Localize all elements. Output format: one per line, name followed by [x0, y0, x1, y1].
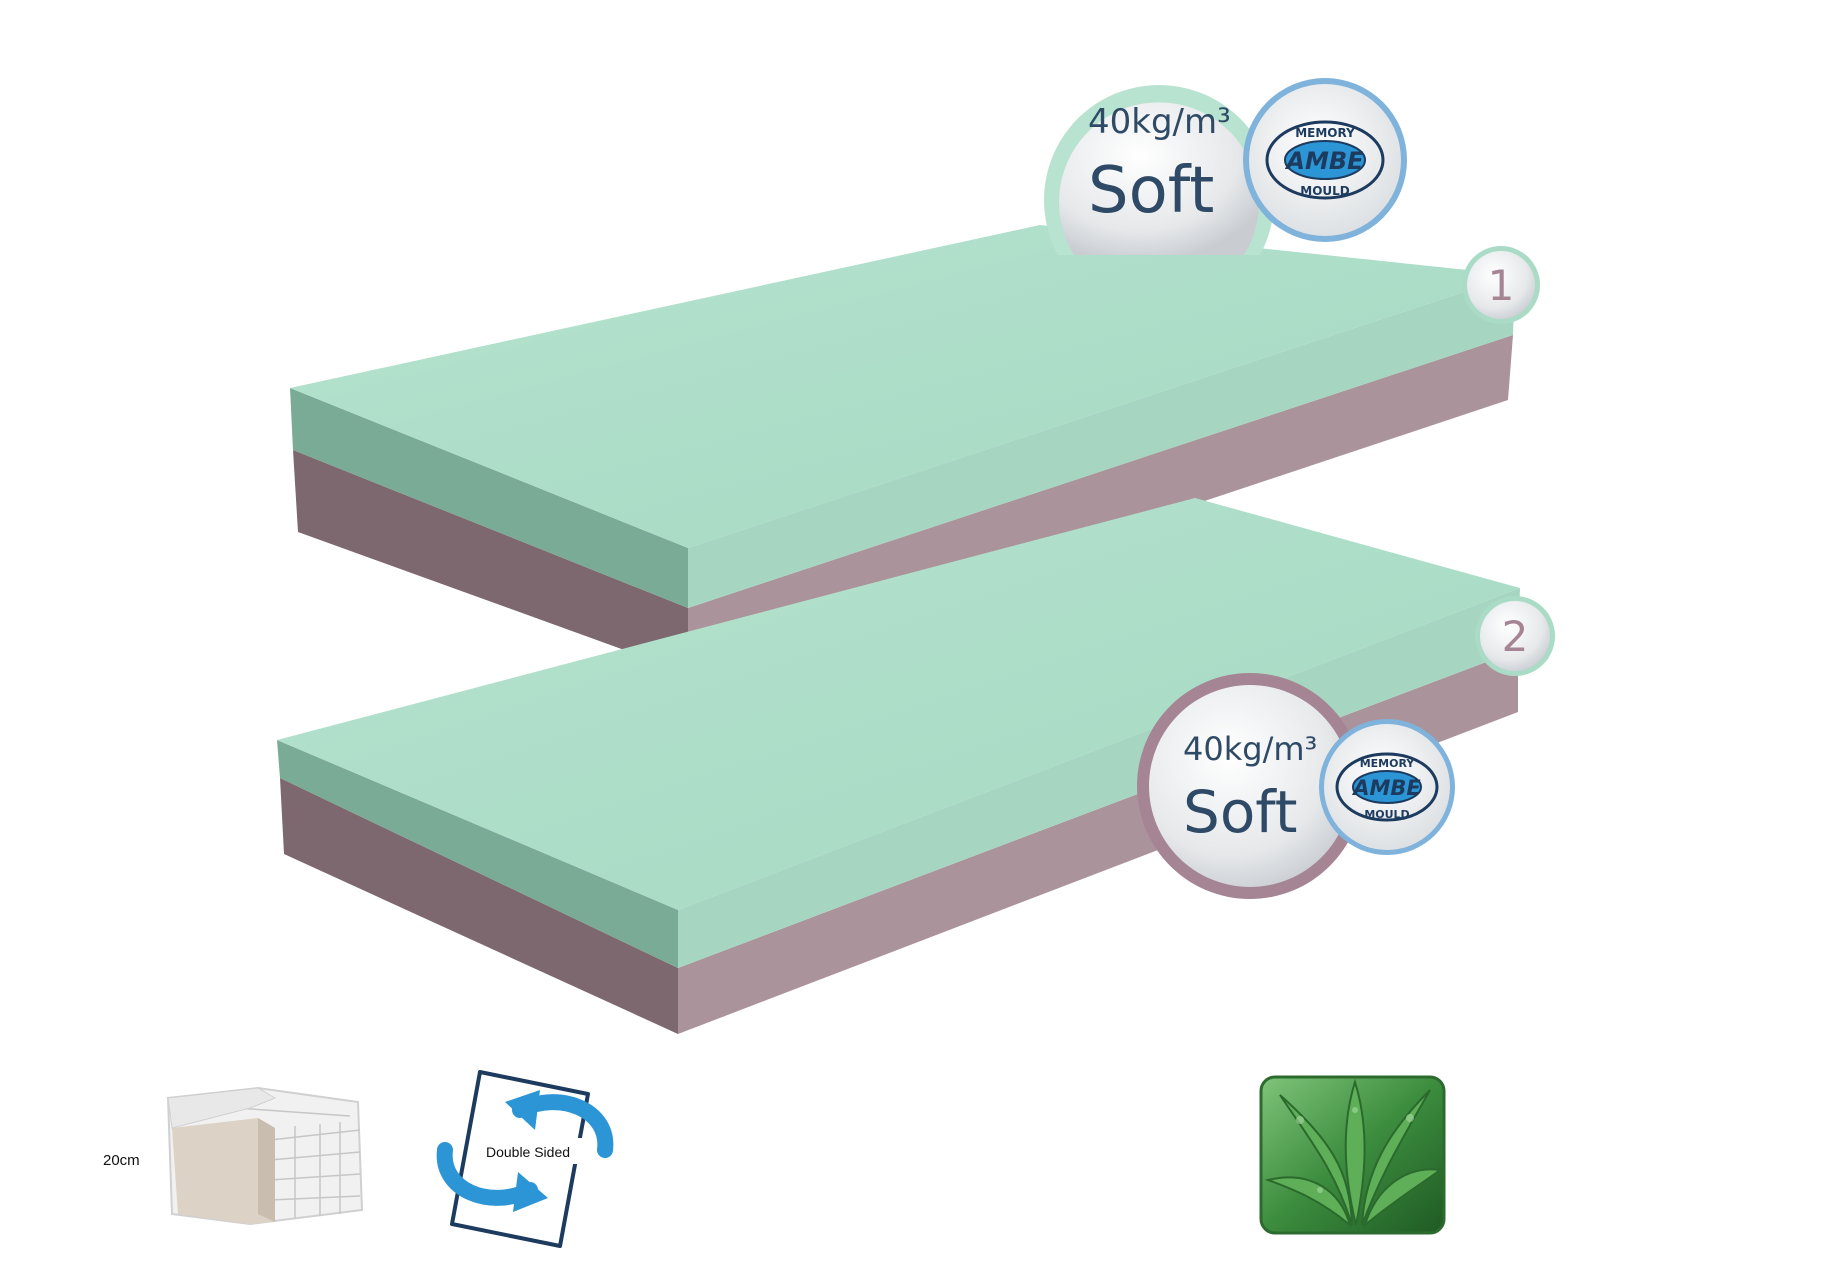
- aloe-vera-icon: [1259, 1075, 1446, 1235]
- layer-2-base-front: [280, 778, 678, 1034]
- badge-2-density: 40kg/m³: [1183, 730, 1317, 768]
- layer-1-base-front: [293, 450, 688, 673]
- layer-number-1: 1: [1488, 261, 1515, 310]
- svg-text:AMBE: AMBE: [1284, 147, 1364, 175]
- layer-1-foam-front: [290, 388, 688, 608]
- density-badge-1: 40kg/m³ Soft MEMORY AMBE MOULD 1: [1044, 78, 1540, 324]
- layer-2-foam-top: [277, 498, 1520, 910]
- double-sided-icon: Double Sided: [436, 1070, 614, 1248]
- layer-2-foam-right: [678, 588, 1520, 968]
- layer-1-foam-top: [290, 225, 1515, 548]
- mattress-height-label: 20cm: [103, 1152, 140, 1169]
- layer-number-badge-1: 1: [1462, 246, 1540, 324]
- badge-1-firmness: Soft: [1088, 154, 1214, 228]
- svg-text:MEMORY: MEMORY: [1360, 757, 1416, 770]
- memory-mould-logo-1: MEMORY AMBE MOULD: [1243, 78, 1407, 242]
- density-badge-2: 40kg/m³ Soft MEMORY AMBE MOULD 2: [1137, 596, 1555, 899]
- badge-1-disc: [1059, 102, 1259, 256]
- mattress-cross-section-icon: 20cm: [103, 1086, 364, 1226]
- layer-number-badge-2: 2: [1475, 596, 1555, 676]
- svg-text:MEMORY: MEMORY: [1295, 126, 1355, 140]
- badge-1-density: 40kg/m³: [1088, 102, 1231, 142]
- svg-text:MOULD: MOULD: [1364, 808, 1409, 821]
- badge-2-firmness: Soft: [1183, 778, 1297, 846]
- layer-number-2: 2: [1502, 612, 1529, 661]
- svg-text:MOULD: MOULD: [1300, 184, 1350, 198]
- badge-2-disc: [1149, 685, 1351, 887]
- layer-2-foam-front: [277, 740, 678, 968]
- svg-text:AMBE: AMBE: [1351, 776, 1421, 800]
- layer-1-foam-right: [688, 275, 1515, 608]
- double-sided-label: Double Sided: [486, 1144, 570, 1160]
- memory-mould-logo-2: MEMORY AMBE MOULD: [1319, 719, 1455, 855]
